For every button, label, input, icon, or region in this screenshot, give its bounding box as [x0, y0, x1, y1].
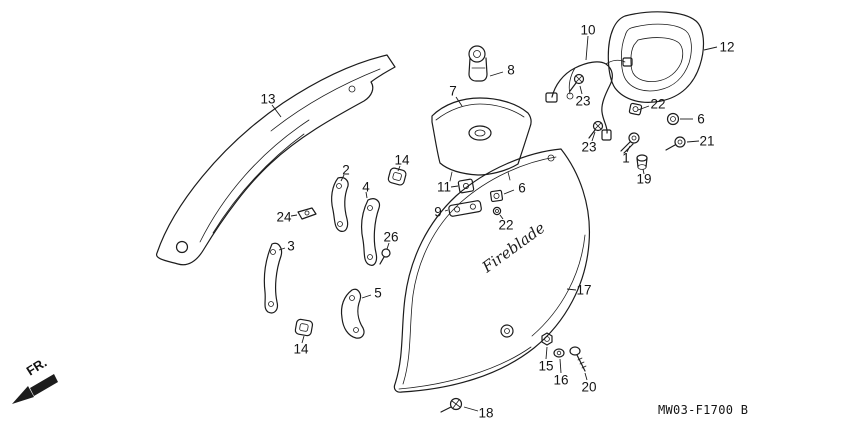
part-10-wire-harness — [545, 57, 633, 141]
part-14-grommet-lower — [294, 318, 314, 337]
callout-label-23: 23 — [575, 94, 590, 109]
leader-line-5 — [361, 294, 372, 299]
part-20-bolt — [569, 346, 587, 372]
leader-line-6 — [503, 189, 515, 195]
callout-label-18: 18 — [478, 406, 493, 421]
callout-label-15: 15 — [538, 359, 553, 374]
callout-label-6: 6 — [697, 112, 705, 127]
leader-line-12 — [703, 46, 718, 51]
part-11-washer — [457, 178, 475, 194]
part-6-collar-right — [666, 112, 680, 126]
part-24-clip — [297, 207, 317, 220]
callout-label-8: 8 — [507, 63, 515, 78]
part-6-clip-nut-center — [489, 189, 504, 203]
callout-label-23: 23 — [581, 140, 596, 155]
leader-line-24 — [290, 214, 298, 217]
part-17-outline — [393, 148, 591, 393]
leader-line-26 — [386, 242, 390, 250]
fr-direction-indicator: FR. — [12, 355, 58, 404]
callout-label-19: 19 — [636, 172, 651, 187]
part-18-screw — [440, 397, 463, 413]
part-12-outline — [607, 11, 705, 103]
callout-label-9: 9 — [434, 205, 442, 220]
leader-line-20 — [584, 372, 588, 381]
leader-line-18 — [463, 406, 479, 412]
leader-line-17 — [566, 288, 577, 291]
part-13-outline — [155, 54, 396, 266]
part-17-hole — [500, 324, 514, 338]
part-22-screw-center — [492, 206, 502, 216]
leader-line-15 — [545, 346, 548, 360]
leader-line-21 — [686, 140, 700, 143]
part-2-bracket — [331, 176, 349, 232]
part-4-bracket — [361, 198, 381, 266]
leader-line-11 — [450, 185, 459, 188]
leader-line-23 — [591, 131, 596, 142]
callout-label-2: 2 — [342, 163, 350, 178]
leader-line-8 — [489, 71, 504, 77]
leader-line-10 — [585, 35, 589, 61]
part-14-grommet-upper — [387, 167, 407, 186]
callout-label-10: 10 — [580, 23, 595, 38]
part-13-left-rear-cowl — [155, 54, 396, 266]
leader-line-16 — [559, 358, 562, 374]
leader-line-1 — [626, 145, 631, 153]
part-16-washer — [553, 348, 565, 358]
part-12-rear-cover — [607, 11, 705, 103]
callout-label-14: 14 — [394, 153, 410, 168]
part-7-vent-hole — [468, 125, 492, 141]
leader-line-22 — [499, 214, 504, 220]
callout-label-17: 17 — [576, 283, 591, 298]
leader-line-23 — [579, 85, 583, 95]
part-21-bolt — [665, 136, 686, 151]
callout-label-14: 14 — [293, 342, 309, 357]
callout-label-7: 7 — [449, 84, 457, 99]
part-3-bracket — [263, 242, 283, 314]
leader-line-13 — [271, 104, 282, 118]
part-19-collar — [636, 154, 648, 170]
callout-label-4: 4 — [362, 180, 370, 195]
fr-arrow-shaft — [30, 374, 58, 396]
callout-label-16: 16 — [553, 373, 568, 388]
part-5-bracket — [340, 288, 365, 339]
part-8-seat-lock — [468, 45, 488, 82]
part-7-outline — [431, 97, 532, 176]
leader-line-2 — [340, 174, 345, 182]
part-23-screw-upper — [569, 73, 585, 92]
callout-label-12: 12 — [719, 40, 734, 55]
callout-label-22: 22 — [650, 97, 665, 112]
callout-label-3: 3 — [287, 239, 295, 254]
callout-label-11: 11 — [437, 180, 451, 195]
part-23-screw-lower — [588, 120, 604, 139]
callout-label-13: 13 — [260, 92, 275, 107]
callout-label-5: 5 — [374, 286, 382, 301]
leader-line-14 — [301, 335, 305, 344]
callout-label-20: 20 — [581, 380, 596, 395]
callout-label-21: 21 — [699, 134, 714, 149]
callout-label-1: 1 — [622, 151, 630, 166]
part-9-plate — [448, 200, 482, 217]
callout-label-24: 24 — [276, 210, 292, 225]
part-17-right-rear-cowl: Fireblade — [393, 148, 591, 393]
fr-arrow-icon — [12, 386, 34, 404]
leader-line-3 — [278, 247, 286, 251]
callout-label-26: 26 — [383, 230, 398, 245]
part-7-center-cowl — [431, 97, 532, 182]
leader-line-22 — [637, 105, 650, 111]
leader-line-14 — [397, 165, 401, 172]
part-26-screw — [379, 248, 391, 265]
diagram-code: MW03-F1700 B — [658, 403, 748, 417]
leader-line-9 — [444, 209, 449, 212]
callout-label-6: 6 — [518, 181, 526, 196]
leader-line-19 — [642, 168, 645, 175]
callouts-layer: 10 12 8 7 23 22 13 6 23 21 1 14 2 19 4 11 6 9 24 22 3 26 5 17 14… — [260, 23, 734, 421]
callout-label-22: 22 — [498, 218, 513, 233]
leader-line-7 — [455, 96, 463, 107]
leader-line-4 — [365, 191, 368, 199]
fr-label: FR. — [24, 355, 50, 379]
part-15-nut — [541, 332, 553, 346]
part-13-hole — [175, 240, 189, 254]
